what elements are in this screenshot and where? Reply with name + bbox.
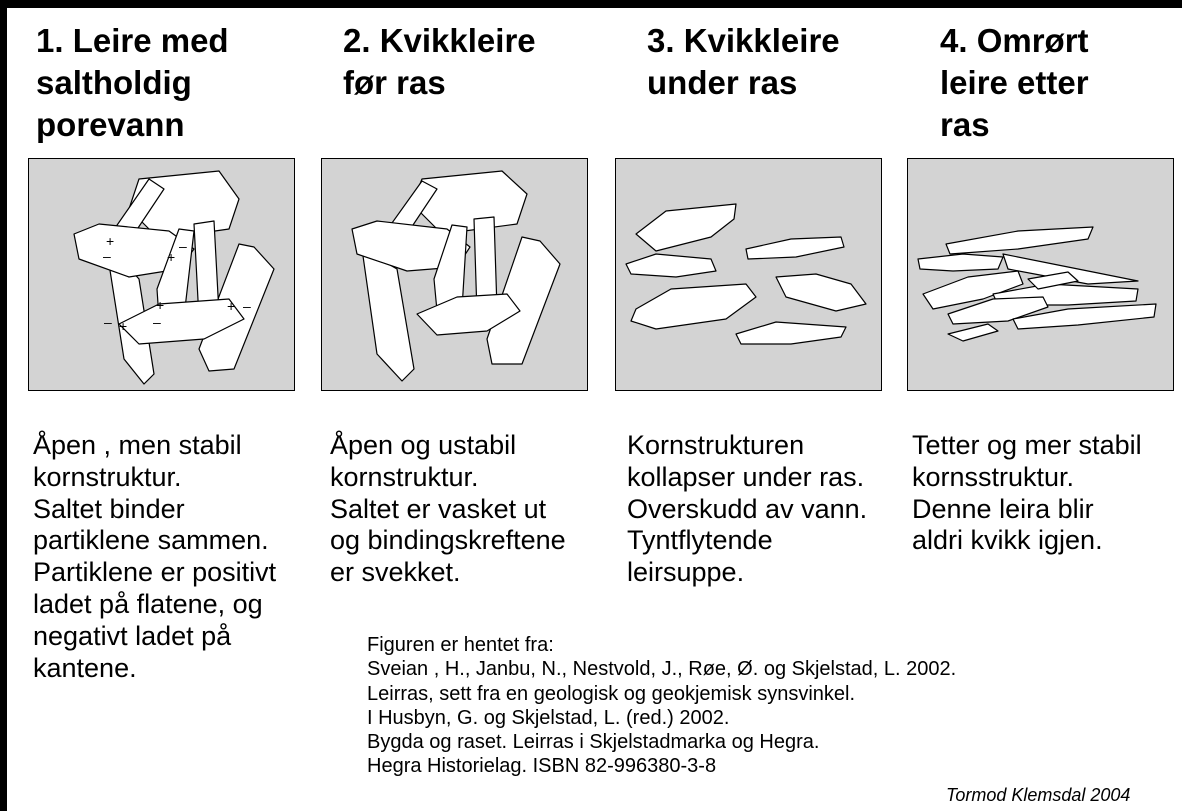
- negative-charge: –: [179, 238, 187, 254]
- stage-2-heading: 2. Kvikkleire før ras: [343, 20, 536, 104]
- positive-charge: +: [119, 318, 127, 334]
- stage-2-illustration: [321, 158, 588, 391]
- particle: [626, 254, 716, 277]
- particle: [412, 171, 527, 234]
- particle: [631, 284, 756, 329]
- stage-2-description: Åpen og ustabil kornstruktur. Saltet er …: [330, 430, 566, 589]
- frame-left-border: [0, 0, 7, 811]
- stage-3-illustration: [615, 158, 882, 391]
- stage-3-heading: 3. Kvikkleire under ras: [647, 20, 840, 104]
- stage-4-heading: 4. Omrørt leire etter ras: [940, 20, 1089, 146]
- particle: [776, 274, 866, 311]
- particle: [946, 227, 1093, 254]
- negative-charge: –: [104, 314, 112, 330]
- positive-charge: +: [156, 297, 164, 313]
- positive-charge: +: [167, 249, 175, 265]
- frame-top-border: [0, 0, 1182, 8]
- author-credit: Tormod Klemsdal 2004: [946, 785, 1130, 806]
- stage-1-description: Åpen , men stabil kornstruktur. Saltet b…: [33, 430, 276, 684]
- positive-charge: +: [227, 298, 235, 314]
- negative-charge: –: [103, 248, 111, 264]
- stage-1-heading: 1. Leire med saltholdig porevann: [36, 20, 229, 146]
- negative-charge: –: [153, 314, 161, 330]
- particle: [948, 324, 998, 341]
- stage-3-description: Kornstrukturen kollapser under ras. Over…: [627, 430, 867, 589]
- stage-4-illustration: [907, 158, 1174, 391]
- positive-charge: +: [106, 233, 114, 249]
- source-citation: Figuren er hentet fra: Sveian , H., Janb…: [367, 633, 956, 779]
- particle: [918, 254, 1003, 271]
- negative-charge: –: [243, 298, 251, 314]
- stage-4-description: Tetter og mer stabil kornsstruktur. Denn…: [912, 430, 1142, 557]
- particle: [746, 237, 844, 259]
- particle: [736, 322, 846, 344]
- stage-1-illustration: + – + – + – + – – +: [28, 158, 295, 391]
- particle: [636, 204, 736, 251]
